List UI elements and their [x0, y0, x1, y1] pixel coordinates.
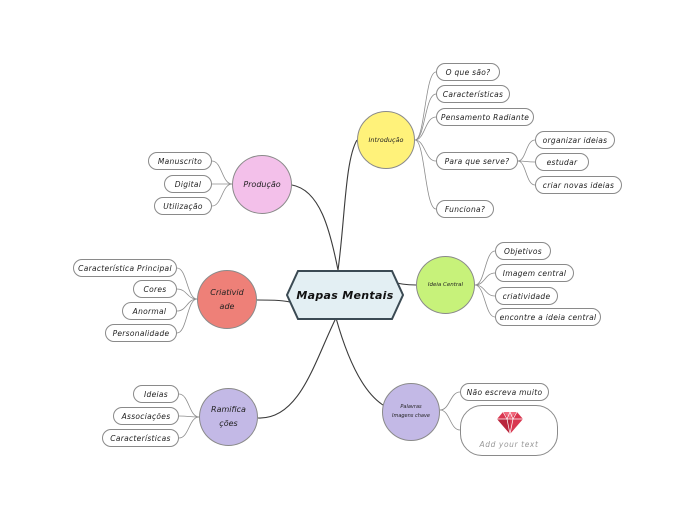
node-label: O que são?: [445, 67, 491, 77]
node-label: Não escreva muito: [466, 387, 543, 397]
node-organizar-ideias[interactable]: organizar ideias: [535, 131, 615, 149]
card-caption: Add your text: [479, 440, 539, 449]
branch-ideia-central-label: Ideia Central: [427, 282, 464, 288]
node-label: Características: [110, 433, 171, 443]
node-imagem-central[interactable]: Imagem central: [495, 264, 574, 282]
node-estudar[interactable]: estudar: [535, 153, 589, 171]
node-label: Pensamento Radiante: [440, 112, 530, 122]
node-label: organizar ideias: [542, 135, 608, 145]
node-label: criatividade: [502, 291, 551, 301]
branch-palavras-imagens[interactable]: Palavras Imagens chave: [382, 383, 440, 441]
central-topic-label: Mapas Mentais: [296, 288, 394, 302]
node-pensamento-radiante[interactable]: Pensamento Radiante: [436, 108, 534, 126]
branch-criatividade[interactable]: Criativid ade: [197, 270, 257, 329]
node-anormal[interactable]: Anormal: [122, 302, 177, 320]
node-label: Personalidade: [112, 328, 170, 338]
branch-introducao[interactable]: Introdução: [357, 111, 415, 169]
node-caracteristicas-intro[interactable]: Características: [436, 85, 510, 103]
branch-ramificacoes[interactable]: Ramifica ções: [199, 388, 258, 446]
node-label: Imagem central: [502, 268, 567, 278]
node-label: Funciona?: [444, 204, 486, 214]
node-ideias[interactable]: Ideias: [133, 385, 179, 403]
node-para-que-serve[interactable]: Para que serve?: [436, 152, 518, 170]
node-label: Ideias: [144, 389, 168, 399]
branch-introducao-label: Introdução: [368, 136, 404, 144]
node-o-que-sao[interactable]: O que são?: [436, 63, 500, 81]
node-label: Manuscrito: [157, 156, 203, 166]
node-personalidade[interactable]: Personalidade: [105, 324, 177, 342]
node-criar-novas-ideias[interactable]: criar novas ideias: [535, 176, 622, 194]
branch-ramificacoes-label-2: ções: [219, 419, 238, 428]
node-funciona[interactable]: Funciona?: [436, 200, 494, 218]
node-label: estudar: [546, 157, 578, 167]
node-associacoes[interactable]: Associações: [113, 407, 179, 425]
branch-ideia-central[interactable]: Ideia Central: [416, 256, 475, 314]
node-caracteristica-principal[interactable]: Característica Principal: [73, 259, 177, 277]
node-cores[interactable]: Cores: [133, 280, 177, 298]
node-encontre-ideia-central[interactable]: encontre a ideia central: [495, 308, 601, 326]
node-criatividade-sub[interactable]: criatividade: [495, 287, 558, 305]
node-nao-escreva-muito[interactable]: Não escreva muito: [460, 383, 549, 401]
node-label: Característica Principal: [78, 263, 172, 273]
branch-palavras-label-2: Imagens chave: [391, 413, 431, 419]
node-label: Cores: [143, 284, 167, 294]
diamond-icon: [497, 411, 523, 435]
node-caracteristicas-ram[interactable]: Características: [102, 429, 179, 447]
node-manuscrito[interactable]: Manuscrito: [148, 152, 212, 170]
node-digital[interactable]: Digital: [164, 175, 212, 193]
node-utilizacao[interactable]: Utilização: [154, 197, 212, 215]
branch-producao[interactable]: Produção: [232, 155, 292, 214]
node-objetivos[interactable]: Objetivos: [495, 242, 551, 260]
branch-criatividade-label-2: ade: [219, 301, 235, 311]
branch-ramificacoes-label-1: Ramifica: [211, 405, 246, 415]
node-label: criar novas ideias: [542, 180, 615, 190]
central-topic[interactable]: Mapas Mentais: [286, 270, 404, 320]
node-label: encontre a ideia central: [499, 312, 597, 322]
node-label: Associações: [121, 411, 171, 421]
central-hexagon-shape: [286, 270, 404, 320]
node-label: Características: [442, 89, 504, 99]
image-text-card[interactable]: Add your text: [460, 405, 558, 456]
node-label: Digital: [174, 179, 202, 189]
branch-criatividade-label-1: Criativid: [210, 287, 244, 297]
branch-palavras-label-1: Palavras: [400, 403, 422, 410]
branch-producao-label: Produção: [243, 180, 281, 189]
node-label: Para que serve?: [444, 156, 510, 166]
node-label: Objetivos: [503, 246, 543, 256]
node-label: Anormal: [132, 306, 167, 316]
node-label: Utilização: [163, 201, 203, 211]
